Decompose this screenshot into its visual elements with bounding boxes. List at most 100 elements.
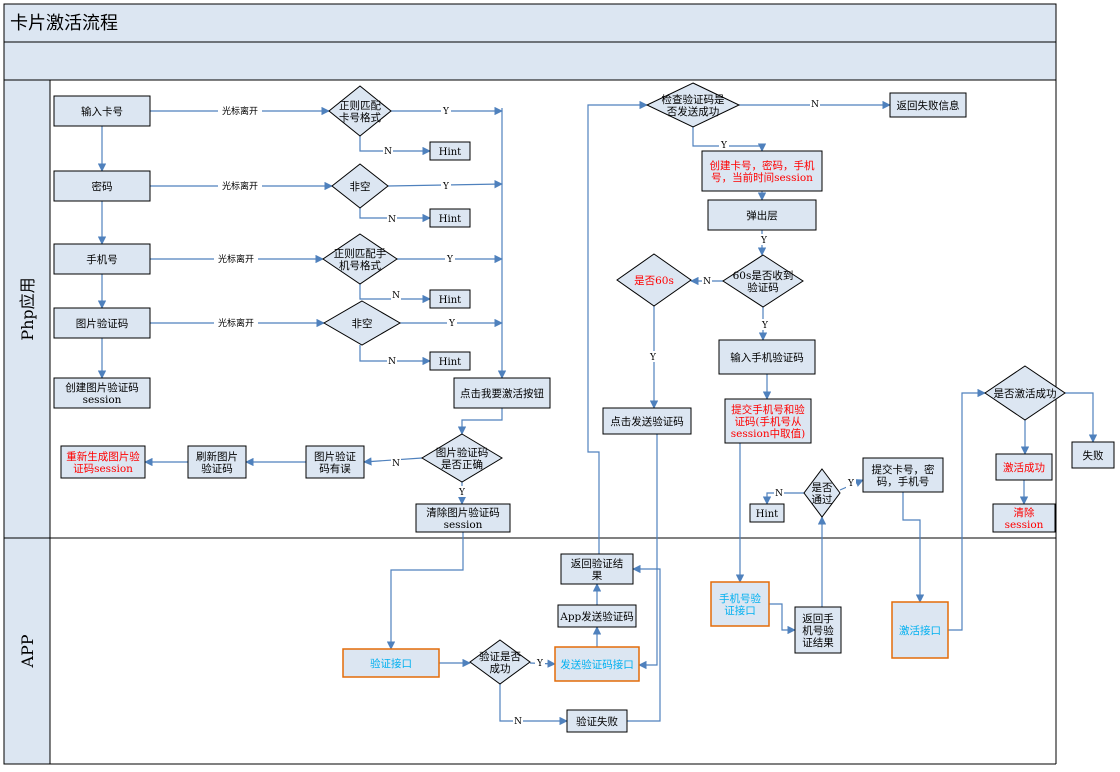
node-verify-fail: 验证失败 (566, 709, 628, 733)
node-activate-success: 激活成功 (995, 453, 1053, 481)
node-label: 密码 (92, 180, 113, 193)
node-label: 激活接口 (899, 624, 941, 637)
node-label: 点击我要激活按钮 (460, 387, 544, 400)
node-label: 是否60s (634, 275, 674, 287)
node-label: 卡号格式 (339, 111, 381, 124)
node-submit-card: 提交卡号，密码，手机号 (862, 457, 944, 493)
node-input-card: 输入卡号 (53, 95, 151, 127)
edge-label: Y (458, 488, 466, 498)
node-label: 清除 (1014, 506, 1036, 519)
lane-app-label: APP (18, 634, 37, 668)
node-label: 图片验证码 (76, 317, 129, 330)
edge-label-bg (719, 139, 729, 150)
node-input-sms: 输入手机验证码 (718, 339, 816, 375)
swimlane-frame (3, 3, 1057, 765)
node-hint-pass: Hint (749, 503, 785, 523)
edge-label: N (388, 215, 396, 225)
edge-label-bg (214, 253, 258, 264)
edge-label: N (392, 291, 400, 301)
node-label: Hint (439, 214, 461, 225)
node-label: 提交卡号，密 (872, 463, 935, 476)
edge-label-bg (810, 98, 820, 109)
node-label: 点击发送验证码 (610, 415, 684, 428)
node-label: 输入手机验证码 (730, 351, 804, 364)
node-hint-phone: Hint (429, 289, 471, 309)
edge-label: N (703, 277, 711, 287)
edge-label-bg (846, 477, 856, 488)
node-label: session (83, 394, 122, 406)
edge-label-bg (214, 317, 258, 328)
node-fail: 失败 (1071, 441, 1115, 469)
node-label: 证码(手机号从 (734, 415, 802, 428)
node-label: 刷新图片 (196, 450, 238, 463)
node-label: 机号格式 (339, 259, 381, 272)
node-label: 证码session (73, 463, 133, 475)
edge-label-bg (774, 487, 784, 498)
edge-label: N (384, 147, 392, 157)
edge-label-bg (441, 105, 451, 116)
node-label: Hint (439, 357, 461, 368)
edge-label: 光标离开 (222, 105, 258, 117)
node-label: Hint (439, 295, 461, 306)
connector-arrow (1065, 392, 1098, 443)
edge-label: Y (448, 319, 456, 329)
node-popup: 弹出层 (707, 199, 817, 231)
page-title: 卡片激活流程 (10, 13, 118, 34)
connector-arrow (359, 345, 431, 366)
edge-label-bg (218, 105, 262, 116)
node-pwd-nonempty: 非空 (331, 163, 389, 209)
nodes: 输入卡号正则匹配卡号格式Hint密码非空Hint手机号正则匹配手机号格式Hint… (53, 82, 1115, 733)
node-label: 图片验证 (314, 450, 356, 463)
node-label: 码有误 (319, 462, 351, 475)
edge-label: 光标离开 (222, 180, 258, 192)
edge-label-bg (702, 275, 712, 286)
connector-arrow (359, 136, 431, 156)
node-captcha: 图片验证码 (53, 307, 151, 339)
node-label: 成功 (490, 663, 511, 675)
edge-label-bg (383, 145, 393, 156)
edge-label: Y (847, 479, 855, 489)
node-label: 号，当前时间session (711, 171, 813, 184)
node-app-send: App发送验证码 (557, 604, 637, 628)
node-captcha-nonempty: 非空 (323, 300, 401, 346)
node-label: 非空 (352, 317, 373, 330)
node-label: Hint (439, 147, 461, 158)
node-send-api: 发送验证码接口 (554, 646, 640, 682)
edge-label-bg (535, 657, 545, 668)
node-activate-api: 激活接口 (891, 601, 949, 659)
node-label: 创建图片验证码 (65, 381, 139, 394)
node-hint-card: Hint (429, 141, 471, 161)
node-label: 是否 (812, 482, 833, 494)
node-password: 密码 (53, 170, 151, 202)
connector-arrow (386, 532, 464, 650)
edge-label: Y (649, 353, 657, 363)
edge-label-bg (391, 457, 401, 468)
node-label: session (444, 519, 483, 531)
node-return-fail: 返回失败信息 (889, 92, 967, 118)
node-label: 验证接口 (370, 657, 412, 670)
edge-label: N (514, 717, 522, 727)
node-label: 否发送成功 (667, 105, 720, 118)
edge-label-bg (759, 234, 769, 245)
node-label: 创建卡号，密码，手机 (710, 159, 815, 172)
edge-label: Y (442, 182, 450, 192)
node-label: 验证是否 (479, 650, 521, 663)
edge-label-bg (513, 715, 523, 726)
node-phone: 手机号 (53, 243, 151, 275)
node-label: 验证失败 (576, 715, 618, 728)
node-label: 图片验证码 (436, 446, 489, 459)
